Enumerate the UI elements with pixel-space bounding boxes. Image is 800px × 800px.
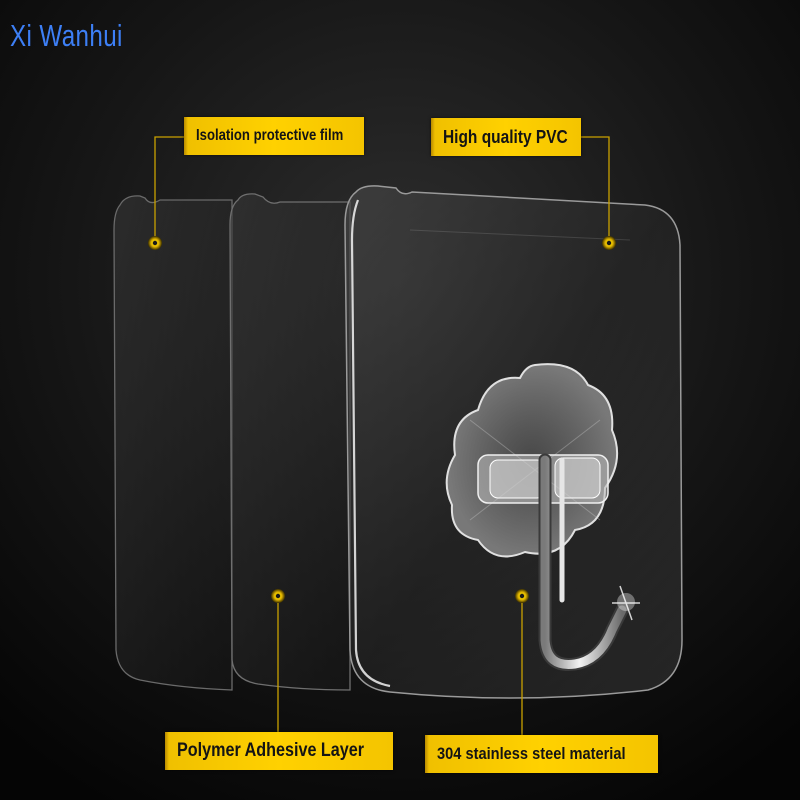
isolation-film-sheet [113,195,233,691]
stainless-steel-hook [538,453,640,671]
callout-isolation-film-text: Isolation protective film [196,127,344,144]
adhesive-layer-sheet [229,193,351,691]
brand-watermark: Xi Wanhui [10,18,123,53]
callout-adhesive-layer-text: Polymer Adhesive Layer [177,740,365,761]
callout-stainless-steel: 304 stainless steel material [425,735,658,773]
callout-markers [148,236,616,603]
callout-stainless-steel-text: 304 stainless steel material [437,744,626,763]
callout-pvc-text: High quality PVC [443,126,568,147]
callout-pvc: High quality PVC [431,118,581,156]
callout-adhesive-layer: Polymer Adhesive Layer [165,732,393,770]
callout-isolation-film: Isolation protective film [184,117,364,155]
